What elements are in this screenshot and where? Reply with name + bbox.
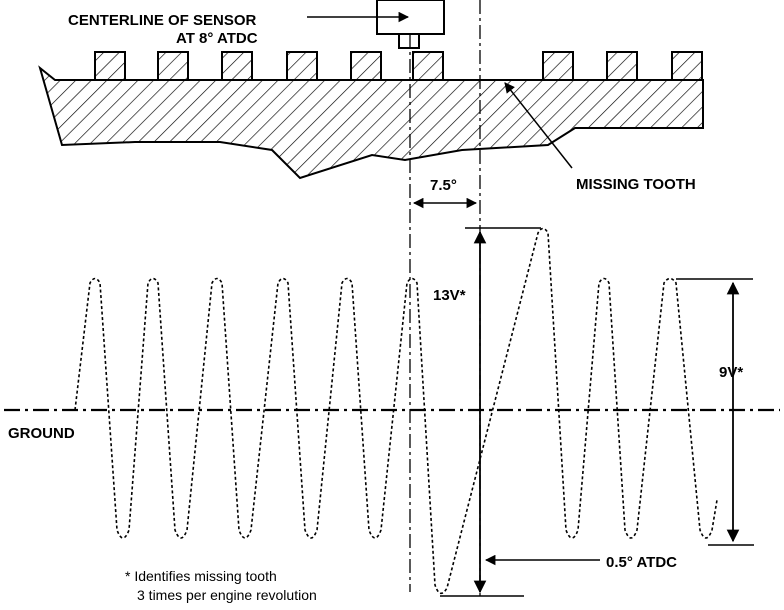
tooth [606, 51, 638, 81]
tooth [157, 51, 189, 81]
v9-label: 9V* [719, 364, 743, 381]
tooth [542, 51, 574, 81]
sensor-waveform [74, 227, 718, 595]
footnote-line-1: * Identifies missing tooth [125, 568, 277, 584]
wheel-body [38, 65, 704, 180]
atdc-05-label: 0.5° ATDC [606, 554, 677, 571]
tooth [671, 51, 703, 81]
v13-label: 13V* [433, 287, 466, 304]
sensor-angle-label: AT 8° ATDC [176, 30, 258, 47]
wheel-teeth [94, 51, 703, 81]
tooth [94, 51, 126, 81]
tooth [350, 51, 382, 81]
reluctor-wheel [38, 51, 704, 180]
angle-75-label: 7.5° [430, 177, 457, 194]
missing-tooth-label: MISSING TOOTH [576, 176, 696, 193]
ground-label: GROUND [8, 425, 75, 442]
tooth [412, 51, 444, 81]
tooth [286, 51, 318, 81]
tooth [221, 51, 253, 81]
sensor-tip [398, 33, 420, 49]
sensor-centerline-label: CENTERLINE OF SENSOR [68, 12, 257, 29]
missing-tooth-leader [504, 82, 573, 169]
footnote-line-2: 3 times per engine revolution [137, 587, 317, 603]
